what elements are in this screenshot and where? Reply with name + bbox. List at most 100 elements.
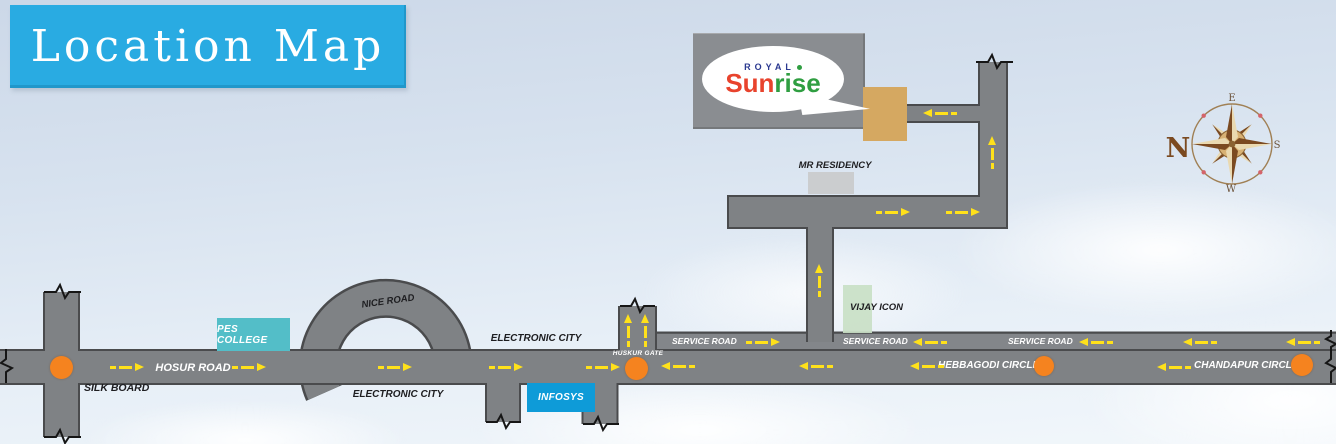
mr-residency-block <box>808 172 854 194</box>
arrow-dash <box>110 365 116 369</box>
arrow-dash <box>1107 340 1113 344</box>
arrow-bar <box>1298 340 1311 344</box>
logo-sun-label: Sun <box>725 68 775 98</box>
chandapur-circle-junction <box>1291 354 1313 376</box>
arrow-dash <box>827 364 833 368</box>
arrow-dash <box>951 111 957 115</box>
arrow-bar <box>643 326 647 338</box>
arrow-dash <box>941 340 947 344</box>
compass-south-label: S <box>1274 140 1281 151</box>
arrow-head <box>815 264 823 273</box>
arrow-dash <box>489 365 495 369</box>
vijay-icon-label: VIJAY ICON <box>850 302 903 313</box>
arrow-dash <box>938 364 944 368</box>
direction-arrow-right <box>232 363 266 371</box>
logo-royal-label: ROYAL <box>744 62 795 72</box>
arrow-bar <box>925 340 938 344</box>
direction-arrow-up <box>641 314 649 347</box>
direction-arrow-right <box>876 208 910 216</box>
arrow-head <box>901 208 910 216</box>
direction-arrow-left <box>913 338 947 346</box>
arrow-head <box>923 109 932 117</box>
compass-rose: N E S W <box>1166 93 1281 195</box>
arrow-bar <box>498 365 511 369</box>
direction-arrow-left <box>910 362 944 370</box>
direction-arrow-right <box>489 363 523 371</box>
arrow-bar <box>955 210 968 214</box>
direction-arrow-right <box>110 363 144 371</box>
arrow-head <box>913 338 922 346</box>
silk-board-label: SILK BOARD <box>84 382 150 394</box>
arrow-bar <box>1091 340 1104 344</box>
arrow-bar <box>811 364 824 368</box>
arrow-bar <box>990 148 994 160</box>
logo-rise-label: rise <box>774 68 821 98</box>
arrow-bar <box>626 326 630 338</box>
arrow-dash <box>1211 340 1217 344</box>
cloud <box>950 180 1336 320</box>
page-title: Location Map <box>30 21 386 72</box>
infosys-block: INFOSYS <box>527 383 595 412</box>
service-road-label-2: SERVICE ROAD <box>843 336 908 346</box>
arrow-head <box>1183 338 1192 346</box>
direction-arrow-up <box>988 136 996 169</box>
arrow-bar <box>119 365 132 369</box>
huskur-gate-label: HUSKUR GATE <box>612 350 664 357</box>
arrow-dash <box>643 341 647 347</box>
direction-arrow-right <box>586 363 620 371</box>
arrow-bar <box>595 365 608 369</box>
logo-royal-text: ROYAL <box>744 62 802 72</box>
direction-arrow-left <box>1157 363 1191 371</box>
arrow-bar <box>885 210 898 214</box>
pes-college-block: PES COLLEGE <box>217 318 290 351</box>
arrow-head <box>1079 338 1088 346</box>
huskur-gate-junction <box>625 357 648 380</box>
arrow-head <box>641 314 649 323</box>
arrow-head <box>1286 338 1295 346</box>
arrow-dash <box>232 365 238 369</box>
logo-sunrise-text: Sunrise <box>725 70 820 96</box>
direction-arrow-right <box>946 208 980 216</box>
project-site-block <box>863 87 907 141</box>
electronic-city-north-label: ELECTRONIC CITY <box>490 333 582 344</box>
arrow-head <box>799 362 808 370</box>
chandapur-circle-label: CHANDAPUR CIRCLE <box>1194 360 1299 371</box>
arrow-dash <box>1314 340 1320 344</box>
cloud <box>640 235 970 350</box>
direction-arrow-up <box>815 264 823 297</box>
compass-west-label: W <box>1226 184 1237 195</box>
arrow-head <box>624 314 632 323</box>
arrow-dash <box>689 364 695 368</box>
mr-residency-label: MR RESIDENCY <box>798 160 872 171</box>
vijay-icon-block <box>843 285 872 333</box>
logo-green-dot-icon <box>796 64 802 70</box>
arrow-bar <box>922 364 935 368</box>
title-banner: Location Map <box>10 5 406 88</box>
direction-arrow-up <box>624 314 632 347</box>
arrow-head <box>514 363 523 371</box>
arrow-dash <box>1185 365 1191 369</box>
arrow-head <box>661 362 670 370</box>
pes-college-label: PES COLLEGE <box>217 323 268 346</box>
compass-north-label: N <box>1166 133 1191 164</box>
arrow-bar <box>935 111 948 115</box>
arrow-head <box>910 362 919 370</box>
arrow-head <box>1157 363 1166 371</box>
service-road-label-3: SERVICE ROAD <box>1008 336 1073 346</box>
infosys-label: INFOSYS <box>538 392 584 403</box>
arrow-head <box>971 208 980 216</box>
arrow-dash <box>946 210 952 214</box>
arrow-bar <box>241 365 254 369</box>
arrow-head <box>611 363 620 371</box>
arrow-bar <box>1169 365 1182 369</box>
direction-arrow-left <box>923 109 957 117</box>
arrow-head <box>257 363 266 371</box>
hebbagodi-circle-label: HEBBAGODI CIRCLE <box>938 360 1040 371</box>
silk-board-junction <box>50 356 73 379</box>
arrow-bar <box>387 365 400 369</box>
direction-arrow-left <box>1079 338 1113 346</box>
arrow-bar <box>755 340 768 344</box>
arrow-bar <box>1195 340 1208 344</box>
arrow-dash <box>990 163 994 169</box>
